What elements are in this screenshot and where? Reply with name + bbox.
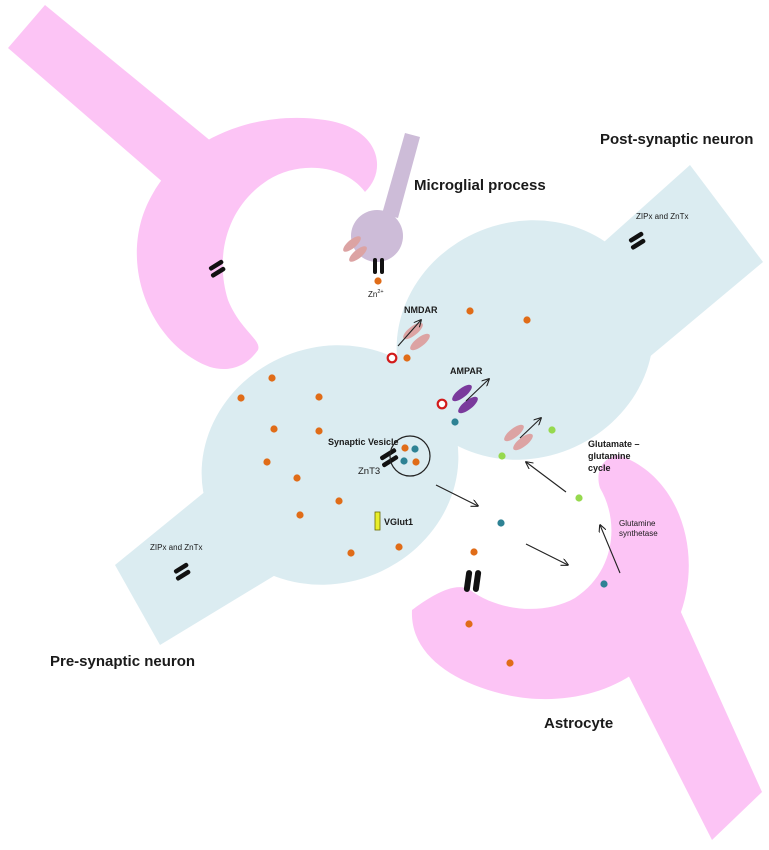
glutamine-molecule xyxy=(600,580,608,588)
glutamate-molecule xyxy=(548,426,556,434)
microglial-process-label: Microglial process xyxy=(414,177,546,194)
microglia-transporter xyxy=(380,258,384,274)
glutamine-synthetase-arrow xyxy=(600,525,621,574)
uptake-arrow xyxy=(525,543,568,565)
zinc-ions xyxy=(237,307,531,667)
glutamine-synthetase-label: Glutamine synthetase xyxy=(619,519,658,538)
zinc-ion xyxy=(315,427,323,435)
astrocyte-transporter xyxy=(463,570,473,592)
zinc-ion xyxy=(401,444,409,452)
glutamine-molecule xyxy=(451,418,459,426)
zinc-ion xyxy=(395,543,403,551)
zinc-ion xyxy=(237,394,245,402)
postsynaptic-bouton xyxy=(396,220,654,460)
flow-arrows xyxy=(397,320,621,574)
znt3-transporter xyxy=(380,448,397,461)
zinc-ion xyxy=(523,316,531,324)
microglia-receptor xyxy=(349,246,367,262)
zn-charge: 2+ xyxy=(377,289,383,295)
microglia-stalk xyxy=(382,133,420,218)
presynaptic-bouton xyxy=(136,117,378,369)
zipx-transporter xyxy=(208,259,224,271)
zipx-transporter xyxy=(630,238,646,250)
cycle-line-2: glutamine xyxy=(588,451,631,461)
zipx-transporter xyxy=(173,562,189,574)
zinc-ion xyxy=(403,354,411,362)
zn2-label: Zn2+ xyxy=(368,289,384,299)
zipx-transporter xyxy=(210,266,226,278)
vglut1-label: VGlut1 xyxy=(384,517,413,527)
cycle-line-1: Glutamate – xyxy=(588,439,640,449)
nmdar-label: NMDAR xyxy=(404,305,438,315)
nmdar-subunit xyxy=(410,333,430,351)
synaptic-vesicle xyxy=(389,435,431,477)
synthetase-line-2: synthetase xyxy=(619,529,658,538)
zinc-ion xyxy=(506,659,514,667)
ampar-arrow xyxy=(465,379,489,402)
glutamine-molecule xyxy=(400,457,408,465)
ampar-subunit xyxy=(458,396,478,414)
microglia-receptor xyxy=(343,236,361,252)
presynaptic-terminal-pink xyxy=(8,5,378,369)
receptor-subunit xyxy=(504,424,524,442)
microglial-process xyxy=(343,133,420,285)
zinc-ion xyxy=(270,425,278,433)
astrocyte-process xyxy=(618,610,762,840)
zipx-transporter xyxy=(628,231,644,243)
glutamate-return-arrow xyxy=(526,462,567,493)
postsynaptic-neuron-blue xyxy=(396,165,763,460)
synaptic-vesicle-label: Synaptic Vesicle xyxy=(328,437,399,447)
zipx-post-label: ZIPx and ZnTx xyxy=(636,212,688,221)
receptor-arrow xyxy=(519,418,541,439)
post-synaptic-neuron-label: Post-synaptic neuron xyxy=(600,131,753,148)
zinc-ion xyxy=(296,511,304,519)
astrocyte-cell xyxy=(411,455,762,840)
astrocyte-label: Astrocyte xyxy=(544,715,613,732)
membrane-transporters xyxy=(173,231,646,592)
zinc-ion xyxy=(470,548,478,556)
vesicle-membrane xyxy=(389,435,431,477)
zinc-ion xyxy=(465,620,473,628)
zipx-transporter xyxy=(175,569,191,581)
ligand-ring xyxy=(386,352,398,364)
cycle-line-3: cycle xyxy=(588,463,611,473)
zinc-ion xyxy=(263,458,271,466)
vglut1-transporter xyxy=(374,511,381,531)
znt3-label: ZnT3 xyxy=(358,466,380,477)
astrocyte-endfoot xyxy=(411,455,689,700)
release-arrow xyxy=(435,484,478,506)
astrocyte-transporter xyxy=(472,570,482,592)
glutamate-molecule xyxy=(498,452,506,460)
zinc-ion xyxy=(466,307,474,315)
glutamate-molecule xyxy=(575,494,583,502)
zinc-ion xyxy=(268,374,276,382)
zinc-ion xyxy=(293,474,301,482)
zinc-ion xyxy=(412,458,420,466)
receptor-subunit xyxy=(513,433,533,451)
zinc-ion xyxy=(315,393,323,401)
pre-synaptic-neuron-label: Pre-synaptic neuron xyxy=(50,653,195,670)
glutamate-glutamine-cycle-label: Glutamate – glutamine cycle xyxy=(588,439,642,473)
zipx-pre-label: ZIPx and ZnTx xyxy=(150,543,202,552)
synthetase-line-1: Glutamine xyxy=(619,519,656,528)
nmdar-arrow xyxy=(397,320,421,347)
zinc-ion xyxy=(347,549,355,557)
zinc-ion xyxy=(374,277,382,285)
glutamine-molecule xyxy=(411,445,419,453)
glutamate-receptors xyxy=(504,424,533,451)
ampar-subunit xyxy=(452,384,472,402)
zinc-ion xyxy=(335,497,343,505)
ampar-receptors xyxy=(452,384,478,414)
presynaptic-neuron-bouton xyxy=(201,345,459,585)
glutamine-molecule xyxy=(497,519,505,527)
presynaptic-neuron-blue xyxy=(115,345,459,645)
ligand-ring xyxy=(436,398,448,410)
zn-text: Zn xyxy=(368,290,377,299)
ampar-label: AMPAR xyxy=(450,366,483,376)
microglia-transporter xyxy=(373,258,377,274)
